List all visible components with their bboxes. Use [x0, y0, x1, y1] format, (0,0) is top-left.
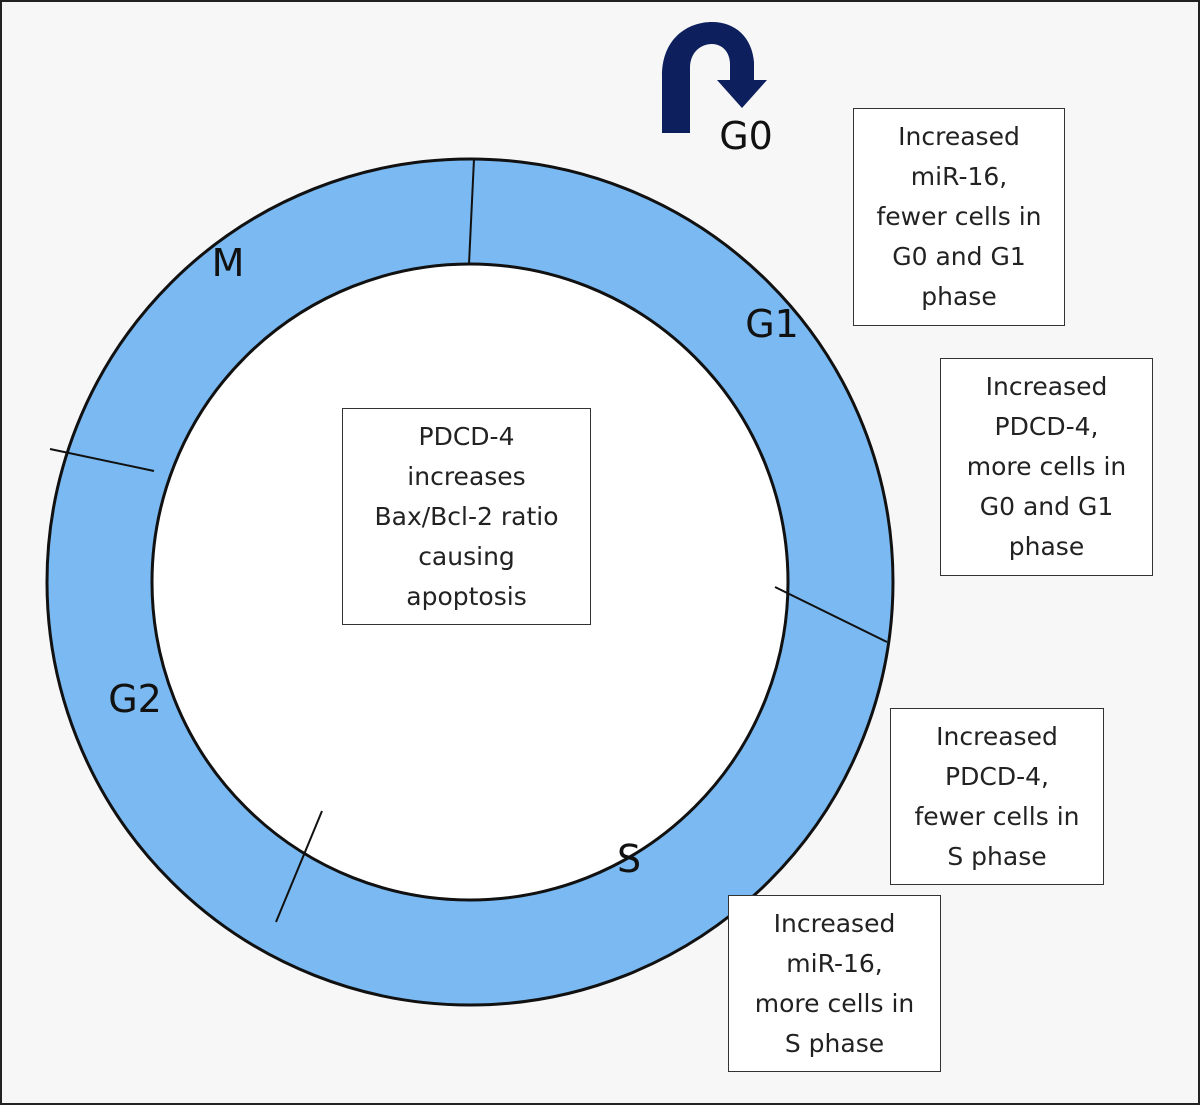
note-line: Increased: [936, 721, 1058, 751]
note-box-apoptosis: PDCD-4 increases Bax/Bcl-2 ratio causing…: [342, 408, 591, 625]
divider-m-g1: [468, 158, 475, 265]
note-line: PDCD-4,: [994, 412, 1099, 441]
note-line: fewer cells in: [876, 202, 1042, 231]
phase-label-g0: G0: [719, 114, 773, 158]
note-line: G0 and G1: [892, 242, 1026, 271]
note-line: increases: [407, 461, 526, 491]
note-line: S phase: [784, 1028, 885, 1058]
note-line: Increased: [985, 372, 1108, 401]
note-line: miR-16,: [786, 948, 883, 978]
note-line: Increased: [773, 908, 896, 938]
note-line: fewer cells in: [914, 801, 1080, 831]
phase-label-g2: G2: [108, 677, 162, 721]
note-line: phase: [921, 282, 997, 311]
note-line: apoptosis: [406, 581, 527, 611]
note-line: Bax/Bcl-2 ratio: [374, 501, 559, 531]
note-line: Increased: [898, 122, 1020, 151]
note-box-g1-pdcd4: Increased PDCD-4, more cells in G0 and G…: [940, 358, 1153, 576]
note-line: more cells in: [966, 452, 1127, 481]
divider-g2-m: [49, 448, 155, 472]
phase-label-m: M: [212, 241, 245, 285]
note-box-s-pdcd4: Increased PDCD-4, fewer cells in S phase: [890, 708, 1104, 885]
note-line: miR-16,: [910, 162, 1008, 191]
note-line: causing: [418, 541, 515, 571]
divider-s-g2: [275, 810, 323, 923]
note-box-s-mir16: Increased miR-16, more cells in S phase: [728, 895, 941, 1072]
note-line: more cells in: [754, 988, 915, 1018]
note-line: PDCD-4: [418, 421, 515, 451]
note-line: phase: [1008, 532, 1085, 561]
divider-g1-s: [774, 586, 888, 643]
phase-label-s: S: [617, 837, 641, 881]
note-box-g1-mir16: Increased miR-16, fewer cells in G0 and …: [853, 108, 1065, 326]
curved-arrow-icon: [662, 22, 767, 133]
note-line: PDCD-4,: [945, 761, 1049, 791]
note-line: S phase: [947, 841, 1047, 871]
phase-label-g1: G1: [745, 302, 799, 346]
note-line: G0 and G1: [979, 492, 1114, 521]
